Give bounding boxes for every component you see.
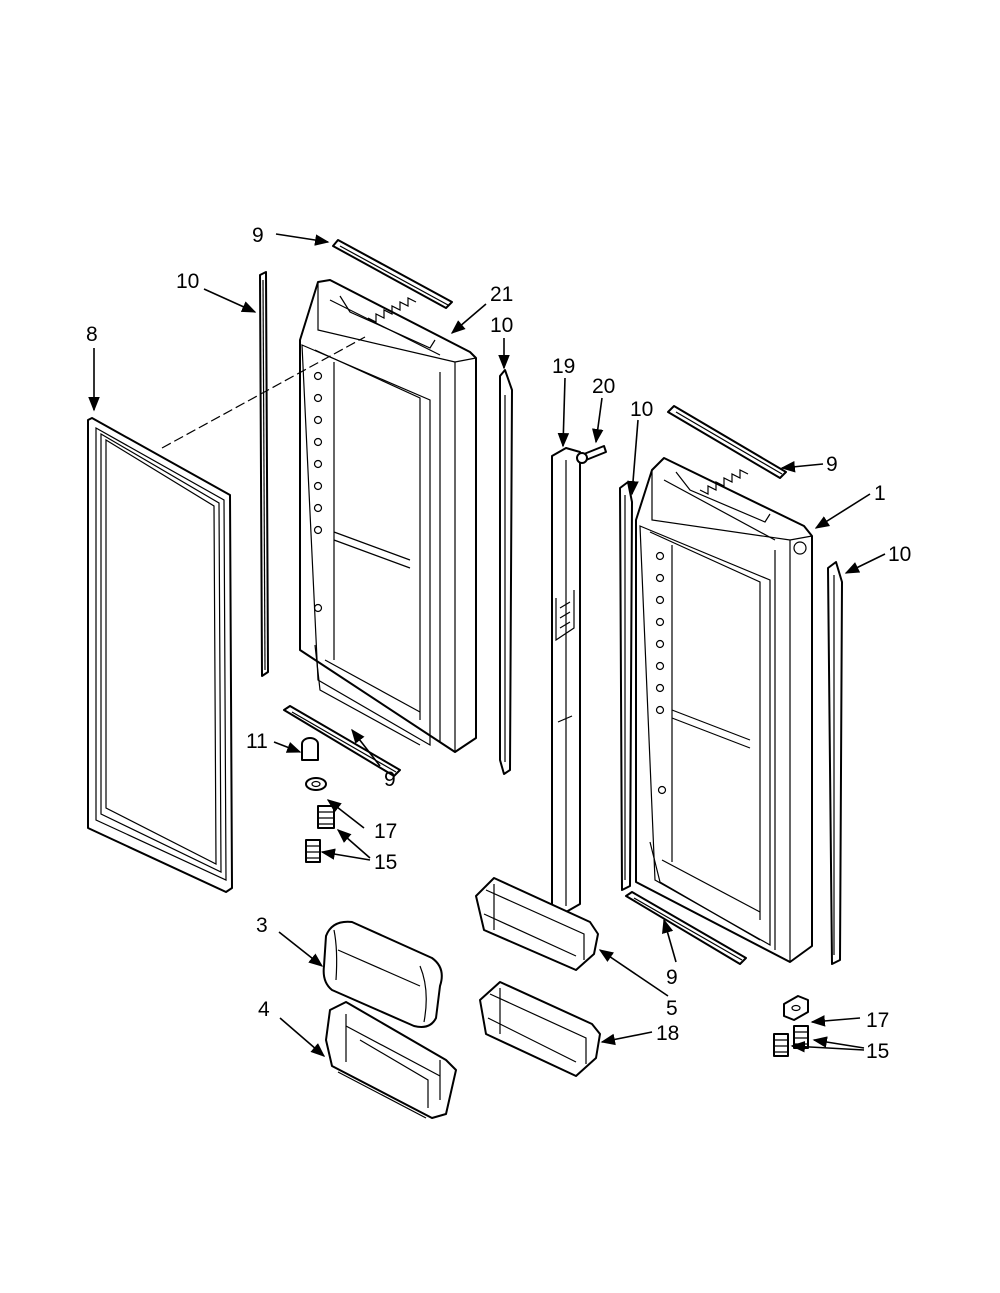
door-trim-right-inner xyxy=(619,481,633,891)
callouts: 9 10 21 8 10 19 20 10 9 1 10 11 9 17 15 … xyxy=(86,224,911,1063)
callout-10: 10 xyxy=(630,398,653,421)
callout-10: 10 xyxy=(176,270,199,293)
callout-10: 10 xyxy=(490,314,513,337)
callout-9: 9 xyxy=(826,453,838,476)
tilt-out-bin xyxy=(322,920,443,1028)
screw xyxy=(576,445,607,464)
door-gasket xyxy=(87,417,233,893)
callout-5: 5 xyxy=(666,997,678,1020)
callout-9: 9 xyxy=(384,768,396,791)
callout-21: 21 xyxy=(490,283,513,306)
left-door-liner xyxy=(299,279,477,753)
callout-4: 4 xyxy=(258,998,270,1021)
bin-frame xyxy=(325,1001,457,1119)
callout-9: 9 xyxy=(666,966,678,989)
callout-8: 8 xyxy=(86,323,98,346)
door-trim-mid xyxy=(499,369,513,775)
door-trim-right-outer xyxy=(827,561,843,965)
door-trim-top-right xyxy=(667,405,787,479)
callout-15: 15 xyxy=(866,1040,889,1063)
callout-19: 19 xyxy=(552,355,575,378)
hinge-hardware-left xyxy=(301,737,335,863)
assembly-line xyxy=(161,336,366,449)
door-trim-top-left xyxy=(332,239,453,309)
right-door-liner xyxy=(635,457,813,963)
door-mullion xyxy=(551,447,581,913)
door-trim-bottom-right xyxy=(625,891,747,965)
door-bin-upper xyxy=(475,877,599,971)
door-trim-left xyxy=(259,271,269,677)
callout-1: 1 xyxy=(874,482,886,505)
callout-18: 18 xyxy=(656,1022,679,1045)
door-bin-lower xyxy=(479,981,601,1077)
leader-lines xyxy=(88,233,886,1057)
callout-20: 20 xyxy=(592,375,615,398)
callout-11: 11 xyxy=(246,730,268,753)
callout-17: 17 xyxy=(374,820,397,843)
callout-10: 10 xyxy=(888,543,911,566)
callout-15: 15 xyxy=(374,851,397,874)
callout-3: 3 xyxy=(256,914,268,937)
door-trim-bottom-left xyxy=(283,705,401,777)
callout-17: 17 xyxy=(866,1009,889,1032)
callout-9: 9 xyxy=(252,224,264,247)
